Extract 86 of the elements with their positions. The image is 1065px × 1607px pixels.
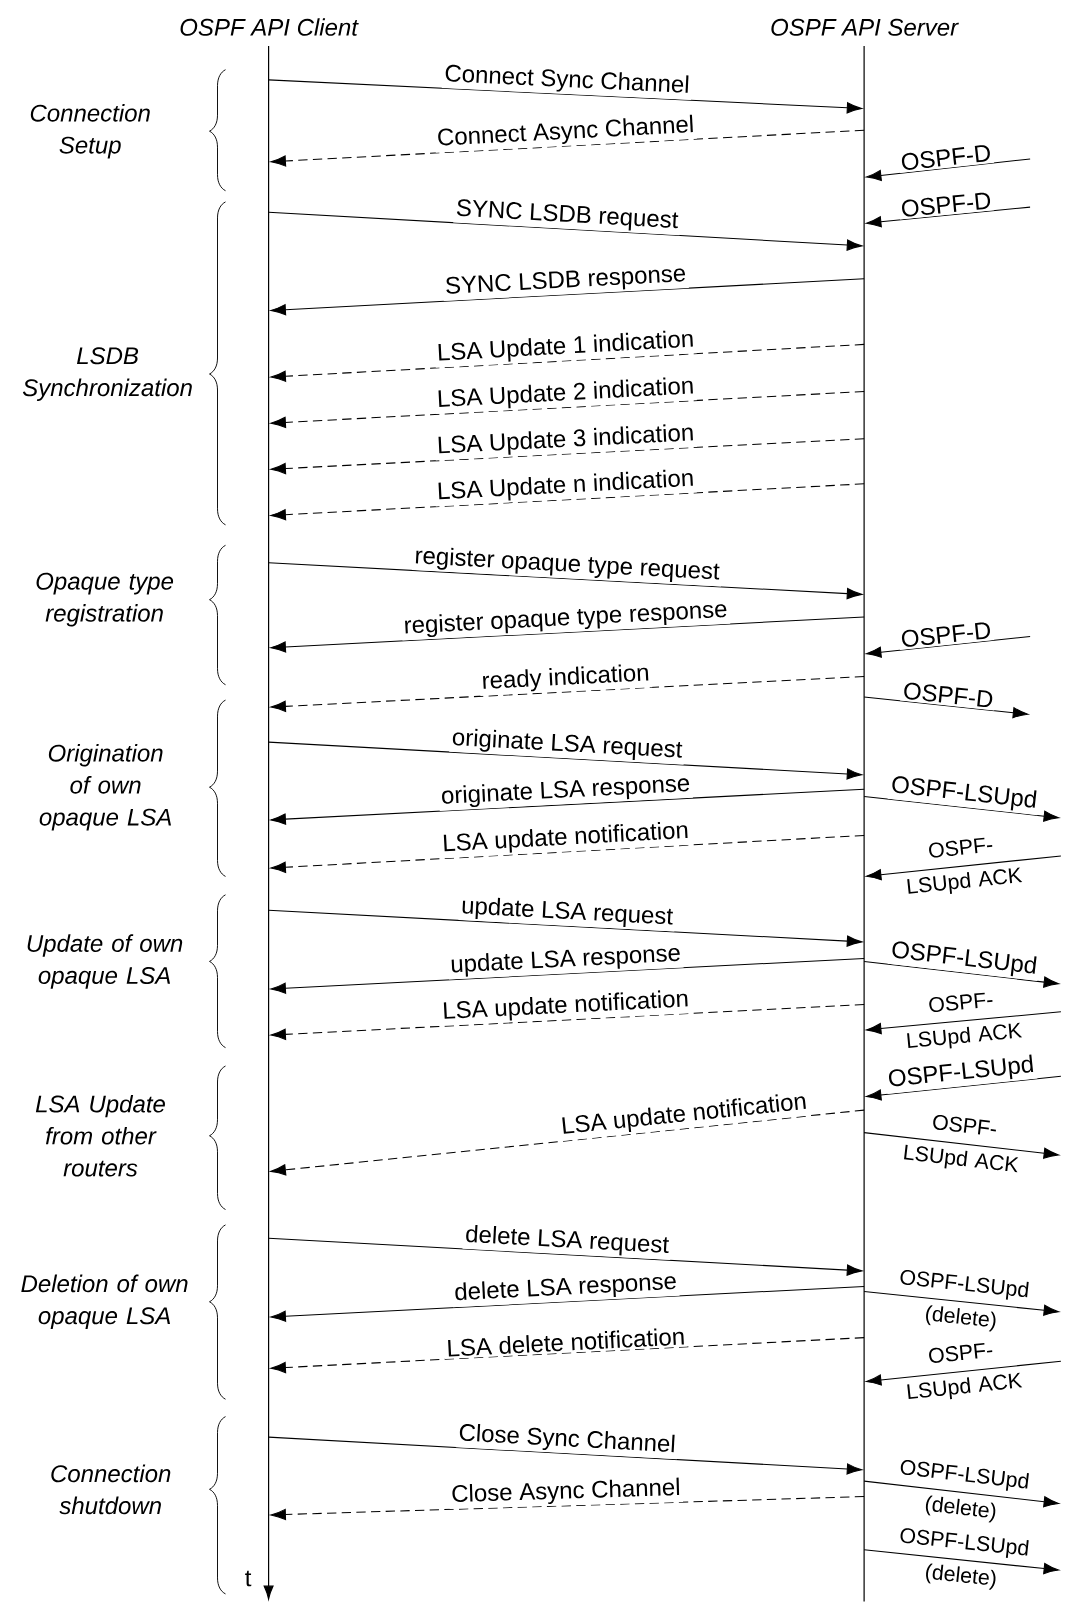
lifeline (863, 45, 865, 1603)
arrow (270, 616, 865, 653)
arrow (863, 1291, 1060, 1316)
arrow (268, 79, 863, 114)
edge-label: OSPF-LSUpd (delete) (900, 1269, 1029, 1332)
arrow (270, 1109, 865, 1176)
edge-label: OSPF-LSUpd ACK (907, 837, 1023, 894)
phase-label: Connection Setup (30, 104, 150, 159)
arrow (270, 483, 865, 521)
arrow (270, 957, 865, 994)
arrow (270, 343, 865, 382)
edge-label: update LSA response (447, 941, 684, 980)
arrow (865, 1075, 1062, 1101)
arrow (270, 834, 865, 873)
edge-label: OSPF-LSUpd (884, 1052, 1038, 1094)
edge-label: register opaque type request (411, 543, 723, 587)
edge-label: LSA Update 2 indication (434, 373, 697, 415)
edge-label: OSPF-D (897, 619, 995, 650)
lifeline-header: OSPF API Client (180, 18, 359, 36)
edge-label: LSA update notification (439, 986, 692, 1027)
arrow (865, 635, 1031, 658)
edge-label: delete LSA request (462, 1222, 672, 1261)
edge-label: register opaque type response (401, 597, 731, 641)
arrow (270, 788, 865, 825)
arrow (863, 1132, 1060, 1159)
arrow (268, 562, 863, 600)
edge-label: OSPF-D (897, 141, 995, 174)
edge-label: LSA update notification (439, 818, 692, 859)
edge-label: SYNC LSDB request (453, 196, 682, 236)
arrow (863, 1480, 1060, 1508)
edge-label: OSPF-D (897, 189, 995, 220)
edge-label: OSPF-LSUpd (887, 772, 1041, 816)
phase-label: Opaque type registration (36, 572, 174, 627)
edge-label: LSA update notification (557, 1089, 811, 1142)
edge-label: LSA delete notification (443, 1324, 688, 1359)
phase-label: Connection shutdown (51, 1464, 171, 1515)
edge-label: OSPF-LSUpd ACK (907, 992, 1023, 1049)
edge-label: OSPF-LSUpd ACK (907, 1342, 1023, 1400)
phase-label: LSDB Synchronization (22, 347, 192, 401)
edge-label: OSPF-LSUpd (887, 937, 1041, 982)
edge-label: LSA Update n indication (434, 466, 697, 507)
arrow (863, 795, 1060, 822)
arrow (268, 1237, 863, 1276)
arrow (865, 206, 1031, 228)
edge-label: Connect Sync Channel (441, 61, 693, 100)
phase-label: Deletion of own opaque LSA (21, 1274, 188, 1329)
edge-label: LSA Update 3 indication (434, 420, 697, 461)
arrow (268, 211, 863, 251)
arrow (270, 1285, 865, 1322)
arrow (270, 1337, 865, 1374)
edge-label: OSPF-LSUpd ACK (904, 1114, 1019, 1173)
edge-label: OSPF-LSUpd (delete) (900, 1460, 1029, 1523)
arrow (268, 741, 863, 780)
edge-label: originate LSA response (438, 771, 693, 811)
edge-label: LSA Update 1 indication (434, 327, 697, 368)
arrow (270, 675, 865, 712)
phase-label: LSA Update from other routers (35, 1094, 165, 1177)
arrow (270, 1004, 865, 1040)
edge-label: ready indication (479, 660, 653, 697)
arrow (863, 1549, 1060, 1575)
arrow (863, 696, 1029, 719)
arrow (865, 1360, 1062, 1386)
edge-label: Close Sync Channel (455, 1420, 679, 1460)
arrow (865, 855, 1062, 881)
arrow (270, 390, 865, 429)
edge-label: OSPF-D (900, 679, 997, 711)
phase-label: Update of own opaque LSA (27, 934, 183, 989)
edge-label: SYNC LSDB response (442, 262, 689, 301)
arrow (270, 1496, 865, 1521)
arrow (863, 960, 1060, 988)
arrow (270, 129, 865, 167)
edge-label: delete LSA response (451, 1269, 680, 1308)
edge-label: Connect Async Channel (434, 112, 697, 153)
edge-label: Close Async Channel (448, 1475, 683, 1510)
lifeline-header: OSPF API Server (771, 18, 959, 36)
arrow (270, 278, 865, 316)
arrow (865, 158, 1031, 182)
arrow (268, 909, 863, 947)
lifeline (263, 45, 274, 1600)
edge-label: update LSA request (458, 893, 676, 932)
phase-label: Origination of own opaque LSA (39, 744, 171, 831)
arrow (270, 438, 865, 475)
arrow (268, 1436, 863, 1475)
edge-label: originate LSA request (449, 725, 686, 765)
edge-label: OSPF-LSUpd (delete) (900, 1528, 1029, 1590)
arrow (865, 1011, 1062, 1035)
